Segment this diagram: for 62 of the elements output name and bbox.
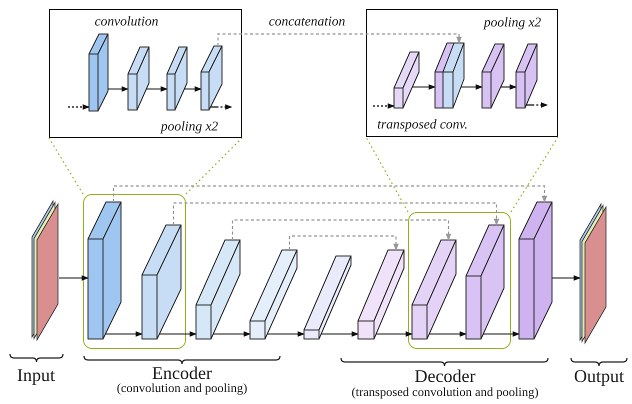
layer-block [304,256,353,341]
arrow [105,331,143,337]
zoom-guide-line [510,136,558,212]
section-subtitle: (transposed convolution and pooling) [351,386,539,400]
image-stack-drawing [580,204,607,343]
arrow [500,84,517,90]
zoom-guide-line [186,138,242,194]
layer-block [88,34,110,112]
arrow [159,331,197,337]
layer-block [166,46,188,112]
annotation-text: pooling x2 [160,119,218,134]
arrow [267,331,305,337]
arrow [213,331,251,337]
group-outline [83,194,186,349]
arrow [552,275,581,281]
layer-block [250,250,299,341]
layer-block [142,224,182,340]
arrow [376,331,413,337]
layer-block [482,44,506,110]
arrow [526,102,548,108]
layer-block [442,42,466,110]
arrow [184,86,202,92]
section-label: Decoder [414,367,476,387]
layer-block [412,240,458,340]
arrow [108,86,129,92]
annotation-text: pooling x2 [484,15,542,30]
layer-block [516,44,538,110]
annotation-text: transposed conv. [377,117,468,132]
layer-block [394,52,420,110]
skip-connection-arrow [217,33,462,46]
inset-panel [49,9,242,138]
skip-connection-arrow [232,219,452,241]
skip-connection-arrow [112,185,548,203]
skip-connection-arrow [288,235,399,251]
arrow [321,331,359,337]
inset-panel [366,9,558,137]
layer-block [466,224,506,340]
layer-block [128,46,150,112]
arrow [460,84,483,90]
zoom-guide-line [365,136,409,212]
section-label: Encoder [152,364,212,384]
arrow [59,275,89,281]
skip-connection-arrow [172,202,500,226]
arrow [412,84,436,90]
image-stack-drawing [32,201,59,340]
arrow [429,331,467,337]
arrow [483,331,520,337]
arrow [68,104,90,110]
layer-block [88,202,122,340]
annotation-text: convolution [94,14,158,29]
layer-block [200,46,224,112]
layer-block [358,250,406,341]
layer-block [196,240,242,341]
layer-block [519,202,554,341]
section-subtitle: (convolution and pooling) [116,382,248,396]
section-label: Output [574,367,624,387]
arrow [146,86,168,92]
arrow [373,103,395,109]
section-label: Input [17,366,55,386]
zoom-guide-line [48,138,84,194]
group-outline [408,212,511,349]
arrow [210,104,232,110]
